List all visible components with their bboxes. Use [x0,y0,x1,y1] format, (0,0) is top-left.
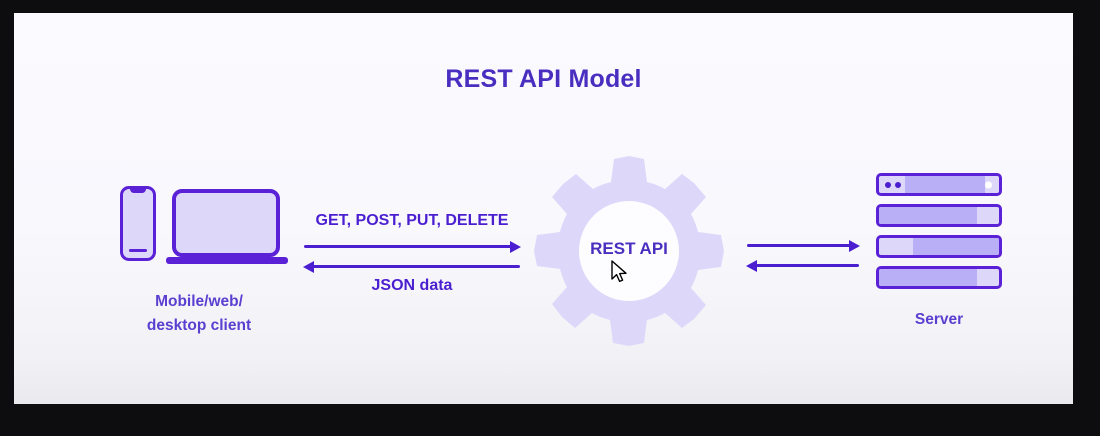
server-rack-unit [876,266,1002,289]
client-label-line1: Mobile/web/ [155,293,243,310]
rest-api-label: REST API [590,239,668,258]
api-to-client-arrow-line [312,265,520,268]
api-to-server-arrow-head [849,239,860,252]
diagram-slide: REST API Model Mobile/web/ desktop clien… [14,13,1073,404]
server-rack-unit [876,204,1002,227]
rack-fill [912,238,999,255]
server-status-dot [895,181,901,188]
page-title: REST API Model [445,65,642,93]
laptop-base [166,257,288,264]
client-to-api-arrow-line [304,245,512,248]
requests-arrow-label: GET, POST, PUT, DELETE [315,212,509,229]
client-label: Mobile/web/ desktop client [104,290,294,338]
server-node [876,173,1002,293]
response-arrow-label: JSON data [371,277,453,294]
server-to-api-arrow-line [755,264,859,267]
rest-api-node: REST API [534,156,724,346]
server-to-api-arrow-head [746,259,757,272]
phone-notch [130,188,146,193]
rack-fill [905,176,985,193]
client-label-line2: desktop client [146,317,252,335]
server-rack-unit [876,235,1002,258]
phone-icon [120,186,156,261]
laptop-icon [172,189,280,257]
client-to-api-arrow-head [510,240,521,253]
api-to-client-arrow-head [303,260,314,273]
server-status-dot [885,181,891,188]
gear-icon [534,156,724,346]
server-led-icon [985,181,992,188]
server-rack-unit [876,173,1002,196]
rack-fill [879,207,978,224]
server-label: Server [914,311,964,328]
phone-home-indicator [129,249,147,252]
client-node [104,171,294,281]
rack-fill [879,269,978,286]
api-to-server-arrow-line [747,244,851,247]
